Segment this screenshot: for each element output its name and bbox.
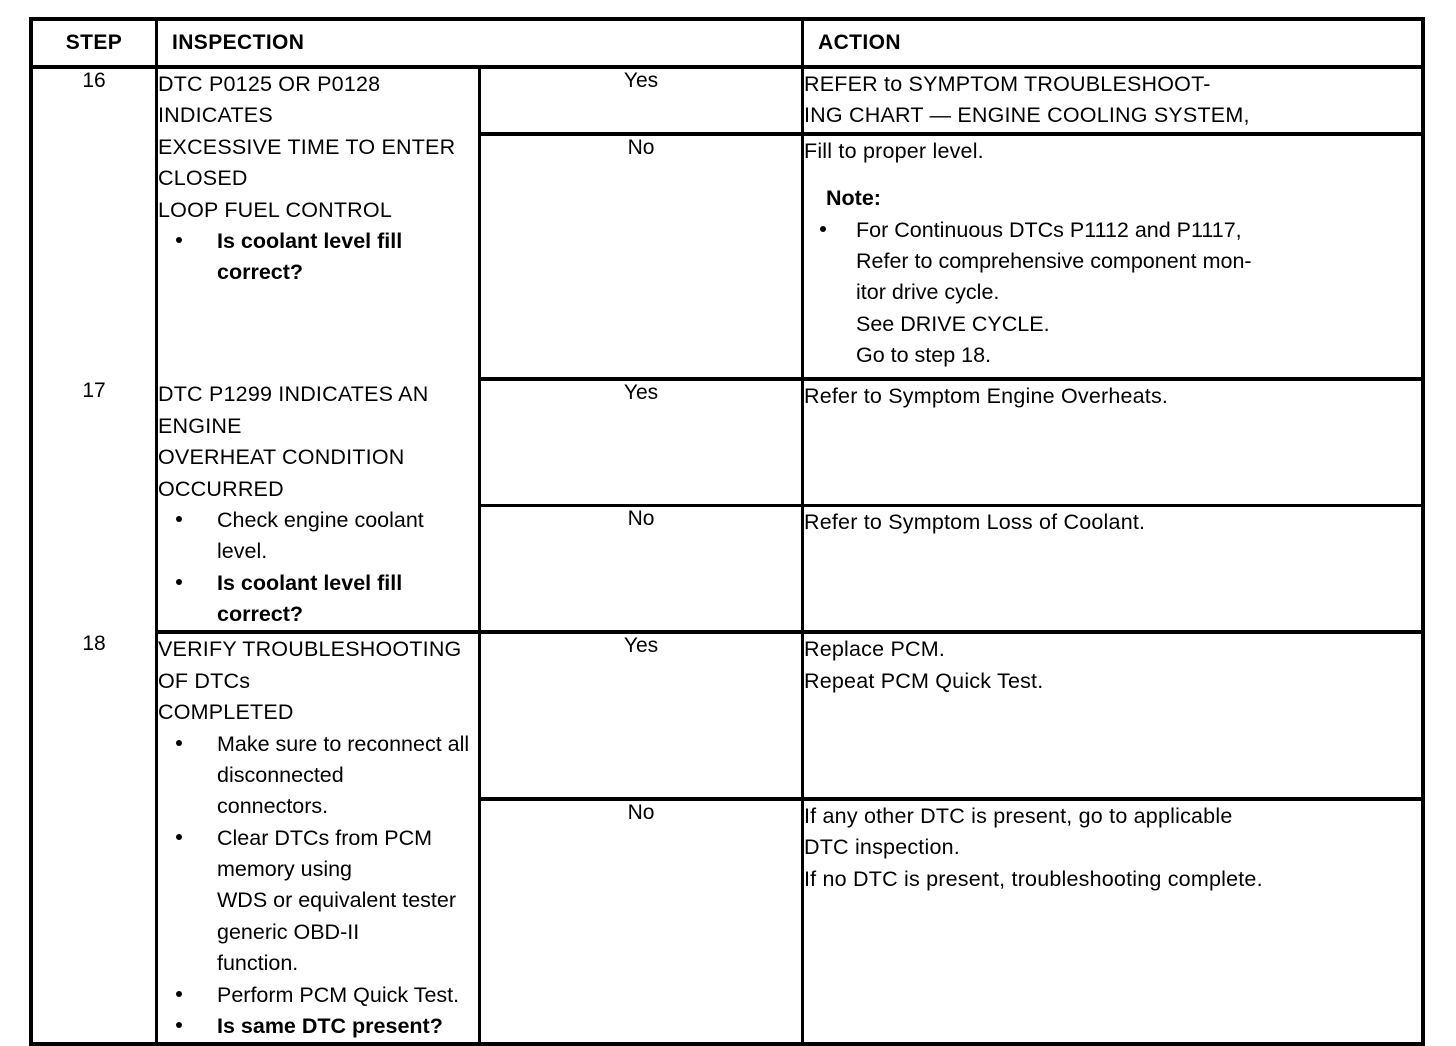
- inspection-bullet-list: Is coolant level fill correct?: [158, 226, 478, 289]
- header-cell-action: ACTION: [801, 17, 1425, 69]
- inspection-bullet-item: Is coolant level fill correct?: [158, 226, 478, 289]
- bullet-dot-icon: [176, 1022, 182, 1029]
- table-row-continuation: No Fill to proper level. Note: For Conti…: [31, 133, 1425, 382]
- step-number: 18: [82, 632, 106, 656]
- inspection-bullet-text: Is coolant level fill correct?: [217, 228, 403, 285]
- inspection-bullet-item: Make sure to reconnect all disconnected …: [158, 729, 478, 823]
- answer-cell-yes-16: Yes: [478, 67, 804, 136]
- action-line: Replace PCM.: [804, 637, 946, 662]
- cell-spacer: [804, 371, 1421, 377]
- bullet-dot-icon: [176, 739, 182, 746]
- troubleshooting-chart-table: STEP INSPECTION ACTION 16 DTC P0125 OR P…: [29, 17, 1425, 1046]
- action-line: Repeat PCM Quick Test.: [804, 668, 1044, 693]
- action-cell-yes-18: Replace PCM. Repeat PCM Quick Test.: [802, 632, 1425, 802]
- step-number-cell-16: 16: [29, 67, 158, 380]
- action-line: DTC inspection.: [804, 835, 960, 860]
- answer-label-yes: Yes: [623, 69, 659, 92]
- action-cell-yes-17: Refer to Symptom Engine Overheats.: [802, 379, 1425, 508]
- inspection-heading: DTC P0125 OR P0128 INDICATES EXCESSIVE T…: [158, 72, 456, 222]
- table-header-row: STEP INSPECTION ACTION: [29, 17, 1425, 69]
- note-bullet-text: For Continuous DTCs P1112 and P1117, Ref…: [856, 217, 1252, 368]
- inspection-cell-16: DTC P0125 OR P0128 INDICATES EXCESSIVE T…: [156, 67, 481, 380]
- step-number-cell-17: 17: [29, 379, 158, 633]
- answer-label-no: No: [627, 135, 655, 159]
- inspection-bullet-text: Is coolant level fill correct?: [217, 570, 403, 626]
- inspection-bullet-text: Make sure to reconnect all disconnected …: [217, 731, 470, 819]
- answer-label-yes: Yes: [623, 634, 659, 658]
- inspection-bullet-item: Perform PCM Quick Test.: [158, 980, 478, 1011]
- note-bullet-item: For Continuous DTCs P1112 and P1117, Ref…: [804, 215, 1421, 372]
- action-line: If any other DTC is present, go to appli…: [804, 804, 1233, 829]
- note-heading: Note:: [826, 186, 881, 211]
- table-row-continuation: No Refer to Symptom Loss of Coolant.: [31, 505, 1425, 635]
- inspection-bullet-item: Is coolant level fill correct?: [158, 568, 478, 631]
- answer-cell-no-18: No: [478, 799, 804, 1046]
- step-number: 17: [82, 379, 106, 403]
- inspection-cell-17: DTC P1299 INDICATES AN ENGINE OVERHEAT C…: [156, 379, 481, 635]
- header-cell-step: STEP: [29, 17, 158, 69]
- document-page: STEP INSPECTION ACTION 16 DTC P0125 OR P…: [29, 17, 1425, 1046]
- inspection-bullet-item: Is same DTC present?: [158, 1011, 478, 1042]
- table-row: 18 VERIFY TROUBLESHOOTING OF DTCs COMPLE…: [29, 632, 1425, 1046]
- action-line: Refer to Symptom Loss of Coolant.: [804, 510, 1146, 535]
- table-row: 16 DTC P0125 OR P0128 INDICATES EXCESSIV…: [29, 67, 1425, 380]
- answer-label-yes: Yes: [623, 381, 659, 405]
- note-bullet-list: For Continuous DTCs P1112 and P1117, Ref…: [804, 215, 1421, 372]
- header-cell-inspection: INSPECTION: [156, 17, 803, 69]
- answer-cell-no-16: No: [478, 133, 804, 382]
- step-number-cell-18: 18: [29, 632, 158, 1046]
- header-label-action: ACTION: [818, 31, 901, 54]
- inspection-bullet-list: Check engine coolant level. Is coolant l…: [158, 505, 478, 631]
- action-line: ING CHART — ENGINE COOLING SYSTEM,: [804, 103, 1250, 128]
- action-line: REFER to SYMPTOM TROUBLESHOOT-: [804, 72, 1211, 96]
- action-line: Fill to proper level.: [804, 138, 984, 163]
- action-cell-yes-16: REFER to SYMPTOM TROUBLESHOOT- ING CHART…: [802, 67, 1425, 136]
- answer-label-no: No: [627, 801, 655, 825]
- inspection-cell-18: VERIFY TROUBLESHOOTING OF DTCs COMPLETED…: [156, 632, 481, 1046]
- bullet-dot-icon: [176, 516, 182, 523]
- inspection-heading: VERIFY TROUBLESHOOTING OF DTCs COMPLETED: [158, 637, 462, 725]
- action-line: If no DTC is present, troubleshooting co…: [804, 866, 1263, 891]
- inspection-bullet-list: Make sure to reconnect all disconnected …: [158, 729, 478, 1043]
- inspection-bullet-text: Clear DTCs from PCM memory using WDS or …: [217, 825, 456, 976]
- action-cell-no-17: Refer to Symptom Loss of Coolant.: [802, 505, 1425, 635]
- answer-cell-no-17: No: [478, 505, 804, 635]
- step-number: 16: [82, 69, 106, 92]
- action-cell-no-16: Fill to proper level. Note: For Continuo…: [802, 133, 1425, 382]
- bullet-dot-icon: [820, 225, 826, 232]
- inspection-bullet-text: Perform PCM Quick Test.: [217, 982, 460, 1007]
- action-cell-no-18: If any other DTC is present, go to appli…: [802, 799, 1425, 1046]
- table-row: 17 DTC P1299 INDICATES AN ENGINE OVERHEA…: [29, 379, 1425, 635]
- answer-label-no: No: [627, 507, 655, 531]
- bullet-dot-icon: [176, 237, 182, 244]
- bullet-dot-icon: [176, 990, 182, 997]
- bullet-dot-icon: [176, 578, 182, 585]
- answer-cell-yes-17: Yes: [478, 379, 804, 508]
- inspection-bullet-item: Check engine coolant level.: [158, 505, 478, 568]
- header-label-step: STEP: [65, 31, 123, 54]
- bullet-dot-icon: [176, 833, 182, 840]
- answer-cell-yes-18: Yes: [478, 632, 804, 802]
- inspection-bullet-item: Clear DTCs from PCM memory using WDS or …: [158, 823, 478, 980]
- action-line: Refer to Symptom Engine Overheats.: [804, 384, 1169, 409]
- inspection-bullet-text: Is same DTC present?: [217, 1013, 443, 1038]
- inspection-heading: DTC P1299 INDICATES AN ENGINE OVERHEAT C…: [158, 382, 429, 501]
- header-label-inspection: INSPECTION: [172, 31, 305, 54]
- inspection-bullet-text: Check engine coolant level.: [217, 507, 424, 564]
